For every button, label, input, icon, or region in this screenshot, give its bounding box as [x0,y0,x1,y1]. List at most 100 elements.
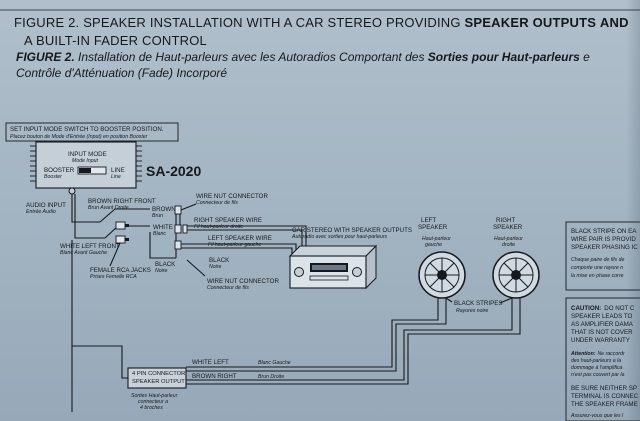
booster-position-label: BOOSTER [44,167,75,174]
brown-label-fr: Brun [152,213,163,219]
svg-text:SPEAKER OUTPUT: SPEAKER OUTPUT [132,379,185,385]
brown-right-front-label: BROWN RIGHT FRONT [88,198,156,205]
right-speaker [492,251,540,299]
attention-line-2: des haut-parleurs a la [571,358,621,364]
caution-line-4: THAT IS NOT COVER [571,329,633,336]
right-speaker-wire-label: RIGHT SPEAKER WIRE [194,217,262,224]
wire-nut-bottom-label: WIRE NUT CONNECTOR [207,278,279,285]
heading-en-line1: FIGURE 2. SPEAKER INSTALLATION WITH A CA… [14,15,629,30]
left-speaker-label-fr-2: gauche [425,242,442,248]
audio-input-label-fr: Entrée Audio [26,209,56,215]
stripe-note-1: BLACK STRIPE ON EA [571,228,637,235]
black-stripes-leader-left [445,297,453,303]
right-speaker-label-1: RIGHT [496,217,515,224]
input-mode-switch [77,166,107,175]
car-stereo-unit [288,244,378,290]
brown-label: BROWN [152,206,176,213]
right-speaker-wire-a [187,225,307,250]
wire-nut-top-label-fr: Connecteur de fils [196,200,238,206]
female-rca-jacks [115,221,129,244]
white-left-lead-a [186,298,439,368]
left-speaker-label-2: SPEAKER [418,224,448,231]
black-stripes-leader-right [499,297,513,304]
rca-to-brown [99,208,150,223]
female-rca-label-fr: Prises Femelle RCA [90,274,137,280]
connector-fr-2: connecteur a [138,399,168,405]
female-rca-label: FEMALE RCA JACKS [90,267,151,274]
sure-line-3: THE SPEAKER FRAME [571,401,638,408]
white-left-front-label-fr: Blanc Avant Gauche [60,250,107,256]
left-speaker-label-1: LEFT [421,217,436,224]
input-mode-label: INPUT MODE [68,151,107,158]
connector-fr-1: Sorties Haut-parleur [131,393,178,399]
black2-label-fr: Noire [209,264,222,270]
black2-label: BLACK [209,257,230,264]
audio-input-label: AUDIO INPUT [26,202,66,209]
stripe-note-fr-3: la mise en phase corre [571,273,624,279]
left-speaker-wire-label-fr: Fil haut-parleur gauche [208,242,261,248]
sure-line-fr-1: Assurez-vous que les l [570,413,624,419]
black-label: BLACK [155,261,176,268]
black-stripes-label: BLACK STRIPES [454,300,503,307]
line-position-label: LINE [111,167,125,174]
stereo-title: CAR STEREO WITH SPEAKER OUTPUTS [292,227,412,234]
booster-note-box [5,122,179,142]
left-speaker-wire-b [181,247,293,254]
four-pin-connector: 4 PIN CONNECTOR SPEAKER OUTPUT [127,367,187,389]
left-speaker-wire-label: LEFT SPEAKER WIRE [208,235,272,242]
rca-to-white [104,225,150,239]
input-mode-label-fr: Mode Input [72,158,99,164]
booster-amp: INPUT MODE Mode Input BOOSTER Booster LI… [30,141,142,189]
caution-note-box [565,297,640,421]
white-left-front-label: WHITE LEFT FRONT [60,243,120,250]
stripe-note-2: WIRE PAIR IS PROVID [571,236,636,243]
brown-right-front-label-fr: Brun Avant Droite [88,205,129,211]
stereo-title-fr: Autoradio avec sorties pour haut-parleur… [291,234,388,240]
stripe-note-fr-1: Chaque paire de fils de [571,257,624,263]
model-label: SA-2020 [146,163,201,179]
paper-edge-shade [626,0,640,421]
line-position-label-fr: Line [111,174,121,180]
white-left-label-fr: Blanc Gauche [258,360,291,366]
white-label: WHITE [153,224,173,231]
black-stripes-label-fr: Rayures noire [456,308,488,314]
right-speaker-label-fr-2: droite [502,242,515,248]
right-speaker-wire-label-fr: Fil haut-parleur droite [194,224,243,230]
switch-knob [79,168,91,173]
right-speaker-wire-b [187,229,303,250]
wire-nut-bottom-leader [186,259,206,277]
caution-line-3: AS AMPLIFIER DAMA [571,321,634,328]
brown-right-lead-a [186,298,513,381]
attention-line-1: Attention:Ne raccordr [570,351,625,357]
heading-fr-line2: Contrôle d'Atténuation (Fade) Incorporé [16,66,228,80]
heading-fr-line1: FIGURE 2. Installation de Haut-parleurs … [16,50,590,64]
wire-nut-top-label: WIRE NUT CONNECTOR [196,193,268,200]
caution-line-5: UNDER WARRANTY [571,337,630,344]
rca-cable-upper [71,194,100,223]
left-speaker-label-fr-1: Haut-parleur [422,236,451,242]
connector-feed [72,345,128,379]
svg-text:4 PIN CONNECTOR: 4 PIN CONNECTOR [132,371,185,377]
brown-right-label-fr: Brun Droite [258,374,284,380]
booster-position-label-fr: Booster [44,174,62,180]
caution-line-2: SPEAKER LEADS TO [571,313,633,320]
wire-nut-bottom-label-fr: Connecteur de fils [207,285,249,291]
right-speaker-label-fr-1: Haut-parleur [494,236,523,242]
sure-line-2: TERMINAL IS CONNEC [571,393,639,400]
white-label-fr: Blanc [153,231,166,237]
brown-right-lead-b [186,298,521,385]
heading-en-line2: A BUILT-IN FADER CONTROL [24,33,207,48]
phasing-note-box [565,221,640,291]
stripe-note-3: SPEAKER PHASING IC [571,244,638,251]
connector-fr-3: 4 broches [140,405,163,411]
booster-note-fr: Placez bouton de Mode d'Entrée (Input) e… [10,134,148,140]
audio-input-jack [68,187,76,195]
booster-note-en: SET INPUT MODE SWITCH TO BOOSTER POSITIO… [10,126,164,133]
rca-cable-lower [74,194,105,239]
attention-line-3: dommage à l'amplifica [571,365,623,371]
attention-line-4: n'est pas couvert par la [571,372,625,378]
caution-line-1: CAUTION:DO NOT C [571,305,635,312]
brown-right-label: BROWN RIGHT [192,373,237,380]
